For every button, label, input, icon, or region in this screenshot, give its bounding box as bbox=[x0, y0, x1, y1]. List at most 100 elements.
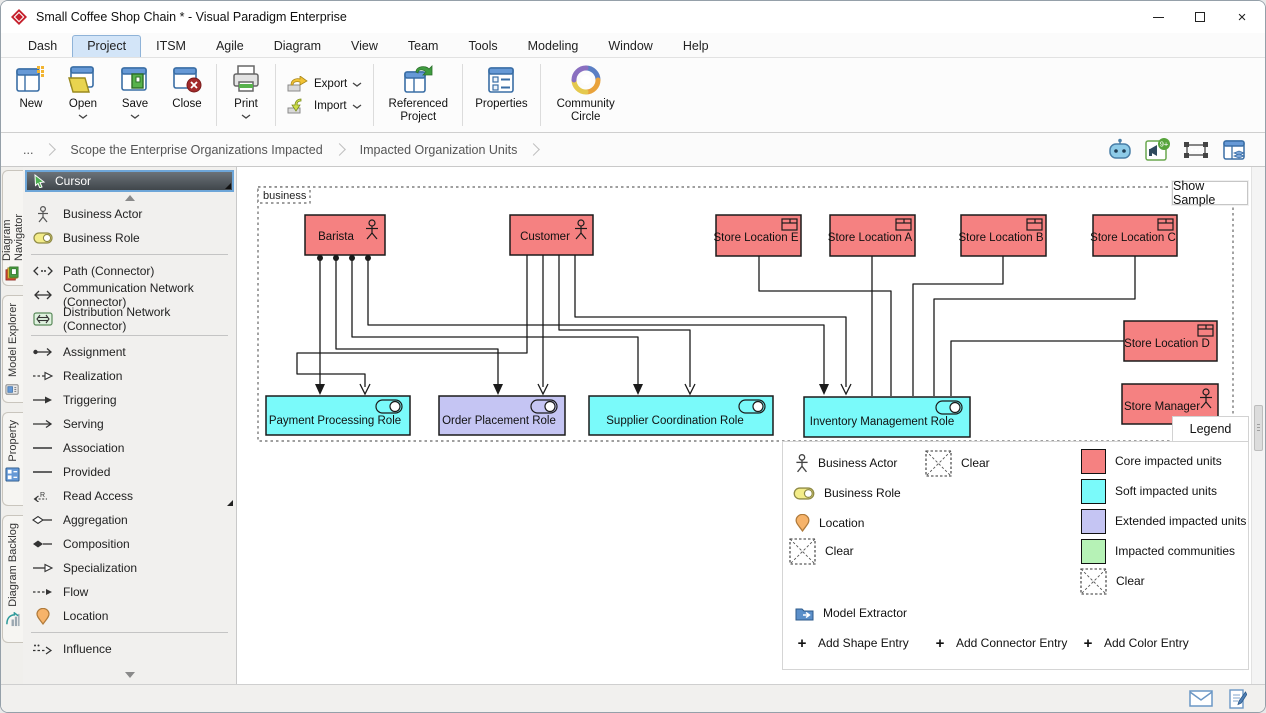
node-store-location-c[interactable]: Store Location C bbox=[1090, 214, 1178, 257]
tool-location[interactable]: Location bbox=[23, 604, 236, 628]
palette-scroll-down[interactable] bbox=[23, 671, 236, 684]
open-button[interactable]: Open bbox=[57, 60, 109, 130]
menu-window[interactable]: Window bbox=[608, 39, 653, 53]
tool-influence[interactable]: Influence bbox=[23, 637, 236, 661]
node-payment-processing-role[interactable]: Payment Processing Role bbox=[265, 395, 411, 436]
community-circle-button[interactable]: Community Circle bbox=[544, 60, 628, 130]
legend-entry-shape-clear[interactable]: Clear bbox=[789, 537, 854, 565]
menu-agile[interactable]: Agile bbox=[215, 39, 244, 53]
tool-association[interactable]: Association bbox=[23, 436, 236, 460]
diagram-canvas[interactable]: business bbox=[237, 167, 1265, 684]
legend-entry-core-impacted[interactable]: Core impacted units bbox=[1081, 448, 1222, 474]
menu-view[interactable]: View bbox=[351, 39, 378, 53]
menu-modeling[interactable]: Modeling bbox=[527, 39, 579, 53]
notes-edit-icon[interactable] bbox=[1229, 688, 1247, 709]
menu-team[interactable]: Team bbox=[407, 39, 439, 53]
tool-assignment[interactable]: Assignment bbox=[23, 340, 236, 364]
print-button[interactable]: Print bbox=[220, 60, 272, 130]
connector-association[interactable] bbox=[950, 340, 1124, 396]
tool-serving[interactable]: Serving bbox=[23, 412, 236, 436]
connector-association[interactable] bbox=[933, 256, 1136, 396]
referenced-project-button[interactable]: Referenced Project bbox=[377, 60, 459, 130]
save-button[interactable]: Save bbox=[109, 60, 161, 130]
menu-tools[interactable]: Tools bbox=[468, 39, 498, 53]
menu-itsm[interactable]: ITSM bbox=[156, 39, 186, 53]
menu-diagram[interactable]: Diagram bbox=[273, 39, 321, 53]
legend-title: Legend bbox=[1172, 416, 1249, 442]
legend-entry-connector-clear[interactable]: Clear bbox=[925, 449, 990, 477]
tab-diagram-navigator[interactable]: Diagram Navigator bbox=[1, 170, 25, 286]
legend-entry-business-role[interactable]: Business Role bbox=[793, 480, 901, 506]
legend-entry-business-actor[interactable]: Business Actor bbox=[795, 450, 897, 476]
node-order-placement-role[interactable]: Order Placement Role bbox=[438, 395, 566, 436]
mail-icon[interactable] bbox=[1189, 690, 1213, 707]
tool-cursor[interactable]: Cursor bbox=[25, 170, 234, 192]
tool-read-access[interactable]: R Read Access bbox=[23, 484, 236, 508]
connector-assignment[interactable] bbox=[335, 259, 499, 389]
connector-association[interactable] bbox=[912, 256, 1004, 396]
add-color-entry-button[interactable]: + Add Color Entry bbox=[1081, 630, 1189, 656]
tab-diagram-backlog[interactable]: Diagram Backlog bbox=[1, 515, 23, 643]
node-supplier-coordination-role[interactable]: Supplier Coordination Role bbox=[588, 395, 774, 436]
minimize-button[interactable] bbox=[1141, 5, 1175, 29]
tool-communication-network[interactable]: Communication Network (Connector) bbox=[23, 281, 236, 309]
legend-entry-extended-impacted[interactable]: Extended impacted units bbox=[1081, 508, 1246, 534]
assistant-robot-icon[interactable] bbox=[1107, 138, 1133, 162]
tool-specialization[interactable]: Specialization bbox=[23, 556, 236, 580]
node-store-location-a[interactable]: Store Location A bbox=[828, 214, 916, 257]
tool-aggregation[interactable]: Aggregation bbox=[23, 508, 236, 532]
legend-entry-color-clear[interactable]: Clear bbox=[1080, 567, 1145, 595]
layout-panel-icon[interactable] bbox=[1221, 138, 1247, 162]
scrollbar-thumb[interactable] bbox=[1254, 405, 1263, 451]
tool-provided[interactable]: Provided bbox=[23, 460, 236, 484]
breadcrumb-item-current[interactable]: Impacted Organization Units bbox=[359, 142, 518, 157]
import-button[interactable]: Import bbox=[287, 98, 362, 114]
close-button[interactable]: × bbox=[1225, 5, 1259, 29]
legend-entry-location[interactable]: Location bbox=[795, 510, 864, 536]
tool-path-connector[interactable]: Path (Connector) bbox=[23, 259, 236, 283]
show-sample-button[interactable]: Show Sample bbox=[1172, 179, 1248, 207]
vertical-scrollbar[interactable] bbox=[1251, 167, 1265, 684]
new-button[interactable]: New bbox=[5, 60, 57, 130]
tool-composition[interactable]: Composition bbox=[23, 532, 236, 556]
tool-triggering[interactable]: Triggering bbox=[23, 388, 236, 412]
selection-frame-icon[interactable] bbox=[1183, 138, 1209, 162]
close-project-button[interactable]: Close bbox=[161, 60, 213, 130]
node-barista[interactable]: Barista bbox=[304, 214, 386, 256]
palette-scroll-up[interactable] bbox=[23, 194, 236, 202]
legend-entry-soft-impacted[interactable]: Soft impacted units bbox=[1081, 478, 1217, 504]
announcements-megaphone-icon[interactable]: 9+ bbox=[1145, 137, 1171, 162]
menu-project[interactable]: Project bbox=[72, 35, 142, 57]
node-inventory-management-role[interactable]: Inventory Management Role bbox=[803, 396, 971, 438]
maximize-button[interactable] bbox=[1183, 5, 1217, 29]
connector-association[interactable] bbox=[758, 256, 892, 396]
node-store-location-b[interactable]: Store Location B bbox=[958, 214, 1047, 257]
tool-realization[interactable]: Realization bbox=[23, 364, 236, 388]
tool-flow[interactable]: Flow bbox=[23, 580, 236, 604]
connectors[interactable] bbox=[296, 255, 1136, 396]
tool-business-actor[interactable]: Business Actor bbox=[23, 202, 236, 226]
business-container[interactable]: business bbox=[257, 186, 1234, 442]
breadcrumb-item[interactable]: Scope the Enterprise Organizations Impac… bbox=[70, 142, 323, 157]
add-shape-entry-button[interactable]: + Add Shape Entry bbox=[795, 630, 909, 656]
node-store-location-d[interactable]: Store Location D bbox=[1123, 320, 1218, 362]
tool-distribution-network[interactable]: Distribution Network (Connector) bbox=[23, 305, 236, 333]
legend-entry-impacted-communities[interactable]: Impacted communities bbox=[1081, 538, 1235, 564]
connector-serving[interactable] bbox=[574, 255, 847, 387]
tool-business-role[interactable]: Business Role bbox=[23, 226, 236, 250]
menu-dash[interactable]: Dash bbox=[28, 39, 58, 53]
export-button[interactable]: Export bbox=[287, 76, 362, 92]
connector-assignment[interactable] bbox=[351, 259, 639, 389]
add-connector-entry-button[interactable]: + Add Connector Entry bbox=[933, 630, 1068, 656]
menu-help[interactable]: Help bbox=[682, 39, 709, 53]
tab-property[interactable]: Property bbox=[1, 412, 23, 506]
node-store-location-e[interactable]: Store Location E bbox=[713, 214, 802, 257]
tab-model-explorer[interactable]: Model Explorer bbox=[1, 295, 23, 403]
connector-serving[interactable] bbox=[558, 255, 691, 387]
connector-assignment[interactable] bbox=[367, 259, 825, 389]
connector-serving[interactable] bbox=[296, 255, 528, 387]
node-customer[interactable]: Customer bbox=[509, 214, 594, 256]
properties-button[interactable]: Properties bbox=[466, 60, 536, 130]
model-extractor-button[interactable]: Model Extractor bbox=[795, 600, 907, 626]
breadcrumb-root[interactable]: ... bbox=[23, 142, 34, 157]
